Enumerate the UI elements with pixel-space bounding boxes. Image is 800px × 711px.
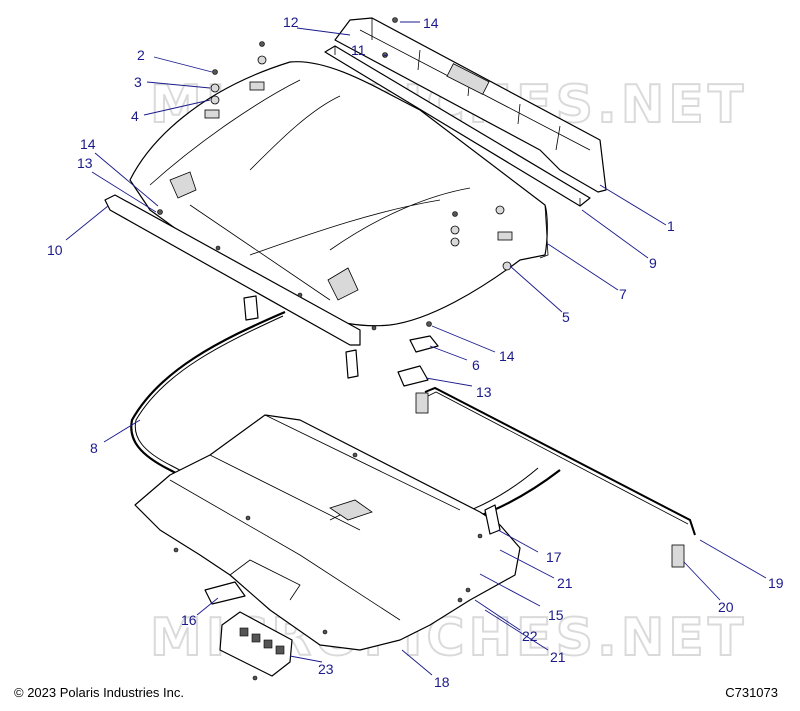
copyright-text: © 2023 Polaris Industries Inc. bbox=[14, 685, 184, 700]
callout-20: 20 bbox=[718, 599, 734, 615]
callout-10: 10 bbox=[47, 242, 63, 258]
callout-3: 3 bbox=[134, 74, 142, 90]
callout-13-left: 13 bbox=[77, 155, 93, 171]
callout-4: 4 bbox=[131, 108, 139, 124]
callout-15: 15 bbox=[548, 607, 564, 623]
foam-strip bbox=[324, 45, 591, 207]
callout-18: 18 bbox=[434, 674, 450, 690]
callout-1: 1 bbox=[667, 218, 675, 234]
callout-21-lower: 21 bbox=[550, 649, 566, 665]
callout-23: 23 bbox=[318, 661, 334, 677]
callout-2: 2 bbox=[137, 47, 145, 63]
callout-5: 5 bbox=[562, 309, 570, 325]
callout-19: 19 bbox=[768, 575, 784, 591]
callout-12: 12 bbox=[283, 14, 299, 30]
mount-brackets bbox=[243, 295, 439, 387]
clip-17 bbox=[484, 504, 501, 535]
pad-block bbox=[415, 392, 685, 568]
callout-14-right: 14 bbox=[499, 348, 515, 364]
callout-14-left: 14 bbox=[80, 136, 96, 152]
callout-13-right: 13 bbox=[476, 384, 492, 400]
switch-panel bbox=[219, 611, 293, 677]
callout-labels: 1 2 3 4 5 6 7 8 9 10 11 12 13 13 14 14 1… bbox=[47, 14, 784, 690]
callout-11: 11 bbox=[351, 42, 366, 58]
rear-roof-bracket bbox=[334, 17, 607, 193]
callout-16: 16 bbox=[181, 612, 197, 628]
drawing-code: C731073 bbox=[725, 685, 778, 700]
callout-17: 17 bbox=[546, 549, 562, 565]
callout-21-upper: 21 bbox=[557, 575, 573, 591]
fasteners bbox=[157, 17, 512, 681]
front-trim-strip bbox=[104, 194, 361, 346]
leader-lines bbox=[65, 21, 767, 676]
callout-9: 9 bbox=[649, 255, 657, 271]
callout-14-top: 14 bbox=[423, 15, 439, 31]
small-bracket-16 bbox=[204, 581, 246, 605]
roof-panel bbox=[129, 61, 549, 327]
callout-7: 7 bbox=[619, 286, 627, 302]
callout-6: 6 bbox=[472, 357, 480, 373]
side-seal bbox=[424, 386, 696, 536]
headliner-panel bbox=[134, 414, 521, 651]
callout-22: 22 bbox=[522, 628, 538, 644]
callout-8: 8 bbox=[90, 440, 98, 456]
